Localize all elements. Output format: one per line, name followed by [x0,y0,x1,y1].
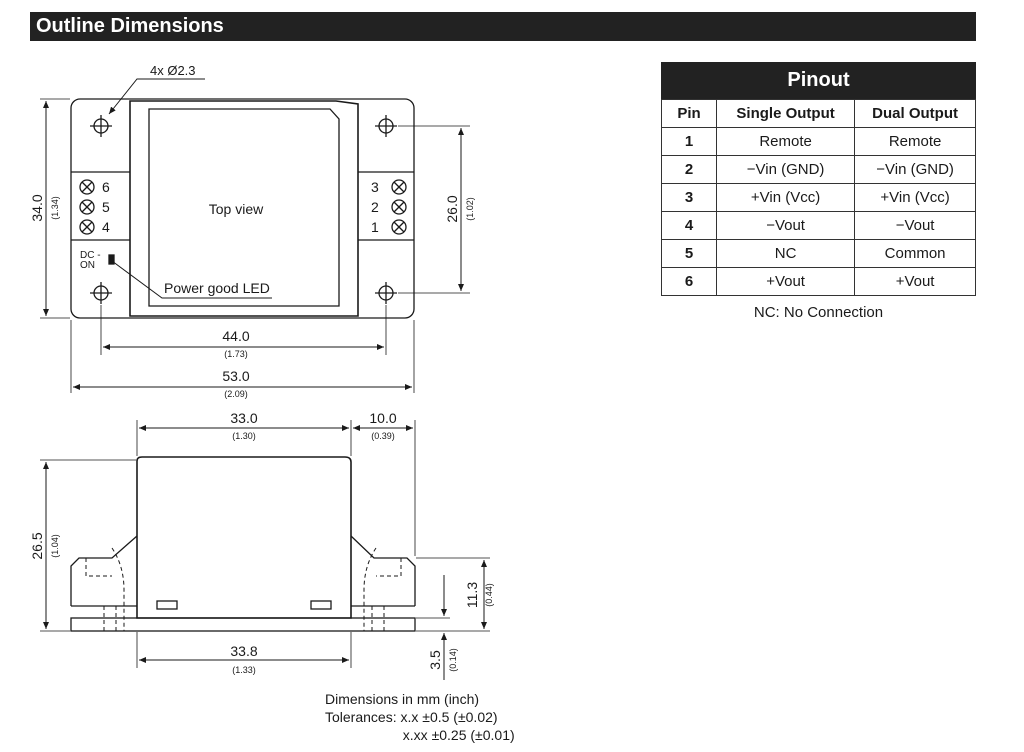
dc-on-label-line1: DC - [80,250,101,261]
footnote-line: Tolerances: x.x ±0.5 (±0.02) [325,709,498,725]
pin-number: 4 [661,211,717,240]
dual-output-cell: Remote [854,127,976,156]
dim-flange-height-mm: 11.3 [464,582,480,608]
dim-side-height-inch: (1.04) [50,534,60,558]
single-output-cell: −Vout [715,211,856,240]
dim-base-height-mm: 3.5 [427,650,443,670]
column-header-pin: Pin [661,99,717,128]
pin-label-right: 2 [371,199,379,215]
pin-number: 6 [661,267,717,296]
pinout-table: Pin Single Output Dual Output 1 Remote R… [661,99,976,296]
mounting-hole [375,282,397,304]
table-row: 4 −Vout −Vout [661,211,976,240]
dim-height-inch: (1.34) [50,196,60,220]
hole-callout: 4x Ø2.3 [150,63,196,78]
dim-base-height-inch: (0.14) [448,648,458,672]
dim-hole-v-inch: (1.02) [465,197,475,221]
single-output-cell: +Vin (Vcc) [715,183,856,212]
vent-slot [156,600,178,610]
base-plate [70,617,416,632]
column-header-dual: Dual Output [854,99,976,128]
table-row: 1 Remote Remote [661,127,976,156]
dim-body-top-mm: 33.0 [230,410,257,426]
table-row: 6 +Vout +Vout [661,267,976,296]
pin-label-left: 5 [102,199,110,215]
screw-terminal-icon [79,199,95,215]
dim-body-bottom-inch: (1.33) [232,665,256,675]
pin-label-left: 4 [102,219,110,235]
section-header: Outline Dimensions [30,12,976,41]
dim-flange-mm: 10.0 [369,410,396,426]
module-top-body [129,100,359,317]
vent-slot [310,600,332,610]
footnote-line: Dimensions in mm (inch) [325,691,480,707]
dim-body-top-inch: (1.30) [232,431,256,441]
led-label: Power good LED [164,280,270,296]
table-row: 3 +Vin (Vcc) +Vin (Vcc) [661,183,976,212]
dc-on-label-line2: ON [80,260,95,271]
side-view [40,420,490,680]
dual-output-cell: +Vin (Vcc) [854,183,976,212]
dim-flange-inch: (0.39) [371,431,395,441]
module-outline [70,98,415,319]
footnote-line: x.xx ±0.25 (±0.01) [325,727,515,743]
dim-width-mm: 53.0 [222,368,249,384]
pin-number: 5 [661,239,717,268]
pin-label-right: 3 [371,179,379,195]
pin-number: 1 [661,127,717,156]
mounting-hole [90,282,112,304]
dim-hole-h-mm: 44.0 [222,328,249,344]
single-output-cell: −Vin (GND) [715,155,856,184]
single-output-cell: NC [715,239,856,268]
table-row: 2 −Vin (GND) −Vin (GND) [661,155,976,184]
dim-width-inch: (2.09) [224,389,248,399]
single-output-cell: Remote [715,127,856,156]
screw-terminal-icon [391,179,407,195]
screw-terminal-icon [79,219,95,235]
top-view-label-area [148,108,340,307]
column-header-single: Single Output [715,99,856,128]
dim-side-height-mm: 26.5 [29,532,45,559]
dim-height-mm: 34.0 [29,194,45,221]
module-side-body [136,456,352,619]
dim-hole-h-inch: (1.73) [224,349,248,359]
pinout-title: Pinout [661,62,976,99]
pin-label-right: 1 [371,219,379,235]
dual-output-cell: +Vout [854,267,976,296]
tolerance-footnote: Dimensions in mm (inch) Tolerances: x.x … [325,690,515,744]
table-header-row: Pin Single Output Dual Output [661,99,976,128]
pin-label-left: 6 [102,179,110,195]
screw-terminal-icon [79,179,95,195]
led-indicator-icon [108,254,115,265]
screw-terminal-icon [391,219,407,235]
single-output-cell: +Vout [715,267,856,296]
top-view-label: Top view [209,201,264,217]
dim-hole-v-mm: 26.0 [444,195,460,222]
table-row: 5 NC Common [661,239,976,268]
dim-flange-height-inch: (0.44) [484,583,494,607]
screw-terminal-icon [391,199,407,215]
mounting-hole [375,115,397,137]
side-view-text: 33.0 (1.30) 10.0 (0.39) 26.5 (1.04) 11.3… [29,410,494,675]
top-view [40,78,470,393]
top-view-text: 4x Ø2.3 Top view Power good LED DC - ON … [29,63,475,399]
pin-number: 2 [661,155,717,184]
dual-output-cell: −Vin (GND) [854,155,976,184]
mounting-hole [90,115,112,137]
section-title: Outline Dimensions [36,15,224,37]
pinout-panel: Pinout Pin Single Output Dual Output 1 R… [661,62,976,321]
pin-number: 3 [661,183,717,212]
dual-output-cell: −Vout [854,211,976,240]
nc-note: NC: No Connection [753,304,884,321]
dual-output-cell: Common [854,239,976,268]
dim-body-bottom-mm: 33.8 [230,643,257,659]
